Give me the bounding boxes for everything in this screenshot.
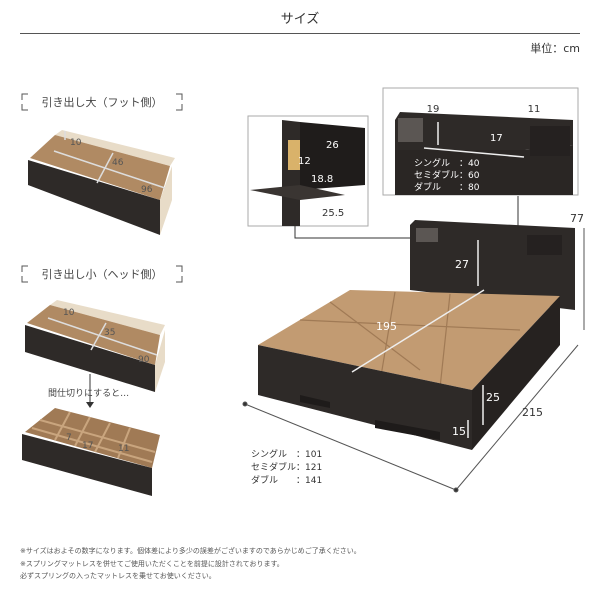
bed-dim-drawer-height: 25: [486, 391, 500, 404]
headboard-dim-inner: 17: [490, 133, 503, 144]
headboard-dim-height: 19: [427, 104, 440, 115]
headboard-size-single: シングル ：40: [414, 157, 480, 169]
bed-dim-leg-height: 15: [452, 425, 466, 438]
headboard-size-double: ダブル ：80: [414, 181, 480, 193]
bed-width-single: シングル ：101: [251, 448, 322, 460]
shelf-inset: [247, 115, 369, 227]
unit-label: 単位：cm: [530, 42, 580, 55]
drawer-large-label: 引き出し大（フット側）: [42, 95, 163, 109]
headboard-size-semidouble: セミダブル：60: [414, 169, 480, 181]
bed-width-semidouble: セミダブル：121: [251, 461, 322, 473]
headboard-dim-side: 11: [528, 104, 541, 115]
bed-dim-inner-length: 195: [376, 320, 397, 333]
bed-dim-height: 77: [570, 212, 584, 225]
bed-dim-length: 215: [522, 406, 543, 419]
note-size-approx: ※サイズはおよその数字になります。個体差により多少の誤差がございますのであらかじ…: [20, 547, 361, 555]
divider-label: 間仕切りにすると…: [48, 387, 129, 399]
note-use-spring: 必ずスプリングの入ったマットレスを乗せてお使いください。: [20, 572, 216, 580]
shelf-dim-height: 12: [298, 156, 311, 167]
bracket-drawer-small: [21, 265, 183, 283]
note-spring-mattress: ※スプリングマットレスを併せてご使用いただくことを前提に設計されております。: [20, 560, 284, 568]
title-divider: [20, 33, 580, 34]
drawer-large-illustration: [28, 130, 175, 235]
page-title: サイズ: [280, 12, 320, 27]
headboard-inset: [382, 87, 579, 196]
drawer-large-dim-height: 10: [70, 138, 82, 148]
drawer-small-dim-height: 10: [63, 308, 75, 318]
shelf-dim-depth: 26: [326, 140, 339, 151]
drawer-small-illustration: [25, 300, 165, 392]
drawer-small-dim-width: 35: [104, 328, 115, 338]
bed-illustration: [258, 220, 575, 450]
drawer-small-dim-length: 90: [138, 355, 150, 365]
bed-dim-headboard-depth: 27: [455, 258, 469, 271]
drawer-small-label: 引き出し小（ヘッド側）: [42, 267, 163, 281]
shelf-dim-table: 25.5: [322, 208, 344, 219]
dimension-lines: [242, 228, 585, 493]
divider-dim-depth: 11: [118, 444, 129, 454]
bracket-drawer-large: [21, 93, 183, 111]
arrow-down-icon: [86, 402, 94, 408]
divider-dim-width: 17: [82, 441, 93, 451]
shelf-dim-inner: 18.8: [311, 174, 333, 185]
drawer-divided-illustration: [22, 408, 160, 496]
drawer-large-dim-width: 46: [112, 158, 124, 168]
drawer-large-dim-length: 96: [141, 185, 153, 195]
bed-width-double: ダブル ：141: [251, 474, 322, 486]
divider-dim-height: 7: [66, 433, 72, 443]
shelf-callout-line: [294, 226, 413, 239]
